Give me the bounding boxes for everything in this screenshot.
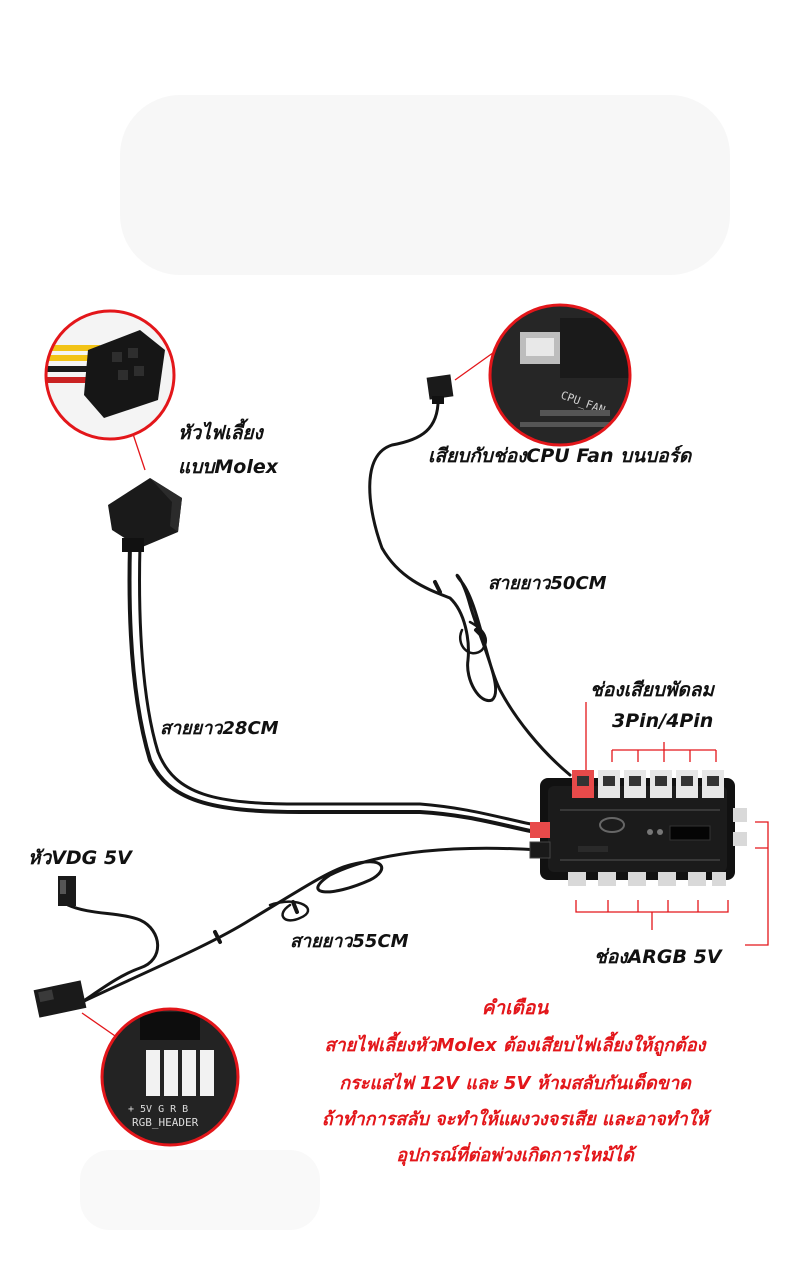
warning-line-1: สายไฟเลี้ยงหัวMolex ต้องเสียบไฟเลี้ยงให้…: [324, 1035, 706, 1056]
background-blob: [120, 95, 730, 275]
argb-label: ช่องARGB 5V: [594, 946, 722, 968]
cable-28-label: สายยาว28CM: [160, 718, 279, 739]
cable-tie: [213, 930, 222, 944]
warning-line-4: อุปกรณ์ที่ต่อพ่วงเกิดการไหม้ได้: [396, 1145, 634, 1166]
rgb-pin-labels: + 5V G R B: [128, 1104, 188, 1115]
molex-label-line2: แบบMolex: [178, 456, 278, 478]
warning-title: คำเตือน: [481, 997, 549, 1019]
molex-cable: [138, 543, 542, 828]
molex-cable: [127, 543, 542, 835]
cable-tie: [291, 900, 299, 914]
molex-connector: [108, 478, 182, 552]
rgb-header-inset: + 5V G R B RGB_HEADER: [100, 1007, 240, 1147]
vdg-plug: [58, 876, 76, 906]
rgb-header-silkscreen: RGB_HEADER: [132, 1116, 199, 1129]
hub-board: [529, 770, 747, 886]
molex-label-line1: หัวไฟเลี้ยง: [178, 422, 263, 444]
callout-brackets: [81, 349, 769, 1039]
cable-55-label: สายยาว55CM: [290, 931, 409, 952]
vdg-cable: [66, 903, 160, 1004]
cable-50-label: สายยาว50CM: [488, 573, 607, 594]
cpu-fan-cable: [368, 393, 572, 777]
cpu-fan-label: เสียบกับช่องCPU Fan บนบอร์ด: [428, 445, 692, 467]
cables: [66, 393, 572, 1004]
cable-tie: [474, 628, 484, 638]
cable-loop: [459, 620, 487, 655]
fan-port-label-line2: 3Pin/4Pin: [612, 710, 714, 732]
cable-tie: [433, 580, 442, 594]
background-blob: [80, 1150, 320, 1230]
fan-port-label-line1: ช่องเสียบพัดลม: [590, 679, 714, 701]
warning-line-2: กระแสไฟ 12V และ 5V ห้ามสลับกันเด็ดขาด: [339, 1073, 691, 1094]
vdg-label: หัวVDG 5V: [28, 847, 132, 869]
cpu-fan-plug: [426, 374, 454, 404]
cable-loop: [268, 900, 310, 922]
argb-plug: [33, 980, 87, 1018]
molex-inset: [44, 309, 176, 441]
cpu-fan-inset: CPU_FAN: [488, 303, 632, 447]
warning-line-3: ถ้าทำการสลับ จะทำให้แผงวงจรเสีย และอาจทำ…: [321, 1109, 709, 1130]
